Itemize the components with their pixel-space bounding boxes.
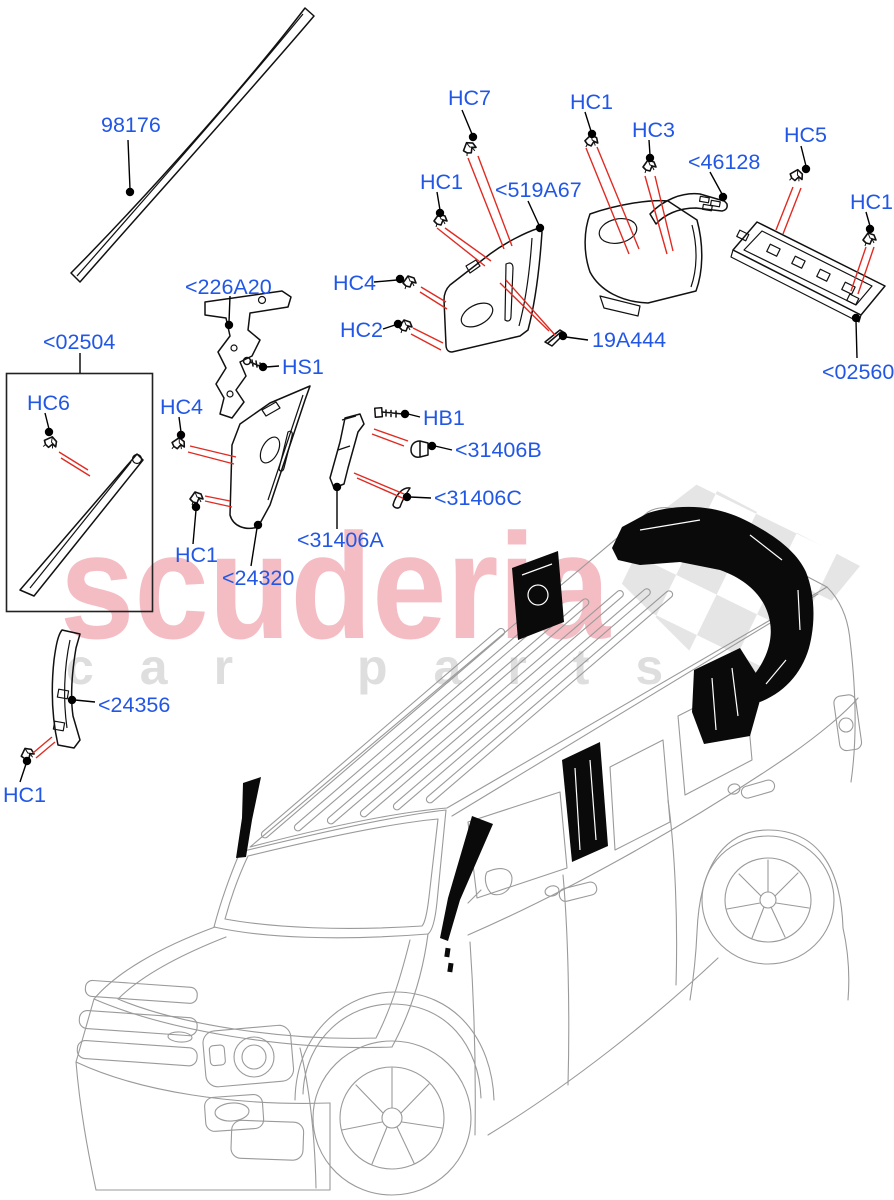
part-label-46128[interactable]: <46128: [688, 150, 760, 174]
part-hs1-screw-drawing: [242, 356, 263, 369]
part-label-hc7[interactable]: HC7: [448, 86, 491, 110]
part-hb1-bolt-drawing: [373, 406, 404, 418]
part-label-hc1-2[interactable]: HC1: [420, 170, 463, 194]
part-226a20-bracket-drawing: [204, 290, 292, 419]
part-519a67-panel-drawing: [443, 227, 543, 353]
b-pillar-trim-highlight: [562, 742, 608, 862]
front-wheel: [294, 991, 495, 1196]
part-label-19a444[interactable]: 19A444: [592, 328, 666, 352]
part-label-98176[interactable]: 98176: [101, 113, 161, 137]
part-label-hc4-2[interactable]: HC4: [160, 395, 203, 419]
part-label-02504[interactable]: <02504: [43, 330, 115, 354]
part-label-hc5[interactable]: HC5: [784, 123, 827, 147]
rear-wheel: [701, 835, 835, 965]
part-label-31406c[interactable]: <31406C: [434, 486, 522, 510]
part-label-hc2[interactable]: HC2: [340, 318, 383, 342]
vehicle-trim-highlights: [236, 506, 814, 973]
part-label-24356[interactable]: <24356: [98, 693, 170, 717]
part-31406a-handle-drawing: [329, 413, 365, 489]
part-label-hc1-4[interactable]: HC1: [175, 543, 218, 567]
part-label-31406a[interactable]: <31406A: [297, 528, 384, 552]
part-label-31406b[interactable]: <31406B: [455, 438, 542, 462]
a-pillar-trim-left-highlight: [236, 777, 261, 858]
part-roof-strip-drawing: [70, 7, 315, 283]
part-c-pillar-panel-drawing: [584, 199, 703, 317]
hc4-clip-icon: [402, 275, 417, 290]
c-pillar-trim-highlight: [692, 648, 764, 744]
part-label-519a67[interactable]: <519A67: [495, 178, 582, 202]
part-46128-bracket-drawing: [649, 192, 728, 225]
part-label-hc1-3[interactable]: HC1: [850, 190, 893, 214]
part-02504-boxed-drawing: [5, 372, 154, 613]
part-labels: 98176 HC7 HC1 HC3 HC5 <46128 HC1 <519A67…: [3, 86, 894, 807]
part-label-24320[interactable]: <24320: [222, 566, 294, 590]
leader-dots: [22, 129, 875, 766]
hc4-clip-icon: [169, 435, 188, 454]
part-31406b-cap-drawing: [410, 440, 429, 458]
part-label-226a20[interactable]: <226A20: [185, 275, 272, 299]
part-label-hs1[interactable]: HS1: [282, 355, 324, 379]
part-label-hb1[interactable]: HB1: [423, 406, 465, 430]
vehicle-outline-drawing: [75, 507, 863, 1196]
a-pillar-trim-right-highlight: [440, 816, 493, 941]
part-24356-bracket-drawing: [51, 629, 81, 749]
leader-lines: [19, 109, 875, 783]
taillight: [833, 694, 863, 752]
part-02560-panel-drawing: [730, 221, 886, 323]
part-label-hc1-5[interactable]: HC1: [3, 783, 46, 807]
b-pillar-upper-panel-highlight: [512, 551, 564, 640]
roof-ribs: [260, 588, 674, 839]
part-02504-box: [5, 372, 154, 613]
watermark-sub-text: car parts: [66, 639, 709, 695]
part-label-hc1-1[interactable]: HC1: [570, 90, 613, 114]
front-grille: [75, 979, 331, 1191]
hc1-clip-icon: [862, 232, 877, 247]
part-label-02560[interactable]: <02560: [822, 360, 894, 384]
part-label-hc6[interactable]: HC6: [27, 391, 70, 415]
hc6-clip-icon: [40, 433, 60, 453]
red-pointer-lines: [32, 146, 875, 759]
part-label-hc4-1[interactable]: HC4: [333, 271, 376, 295]
headlight: [202, 1024, 295, 1132]
side-mirror: [467, 868, 513, 904]
door-handles: [544, 779, 776, 902]
part-label-hc3[interactable]: HC3: [632, 118, 675, 142]
hc7-clip-icon: [460, 139, 479, 158]
rear-header-trim-highlight: [612, 506, 814, 702]
